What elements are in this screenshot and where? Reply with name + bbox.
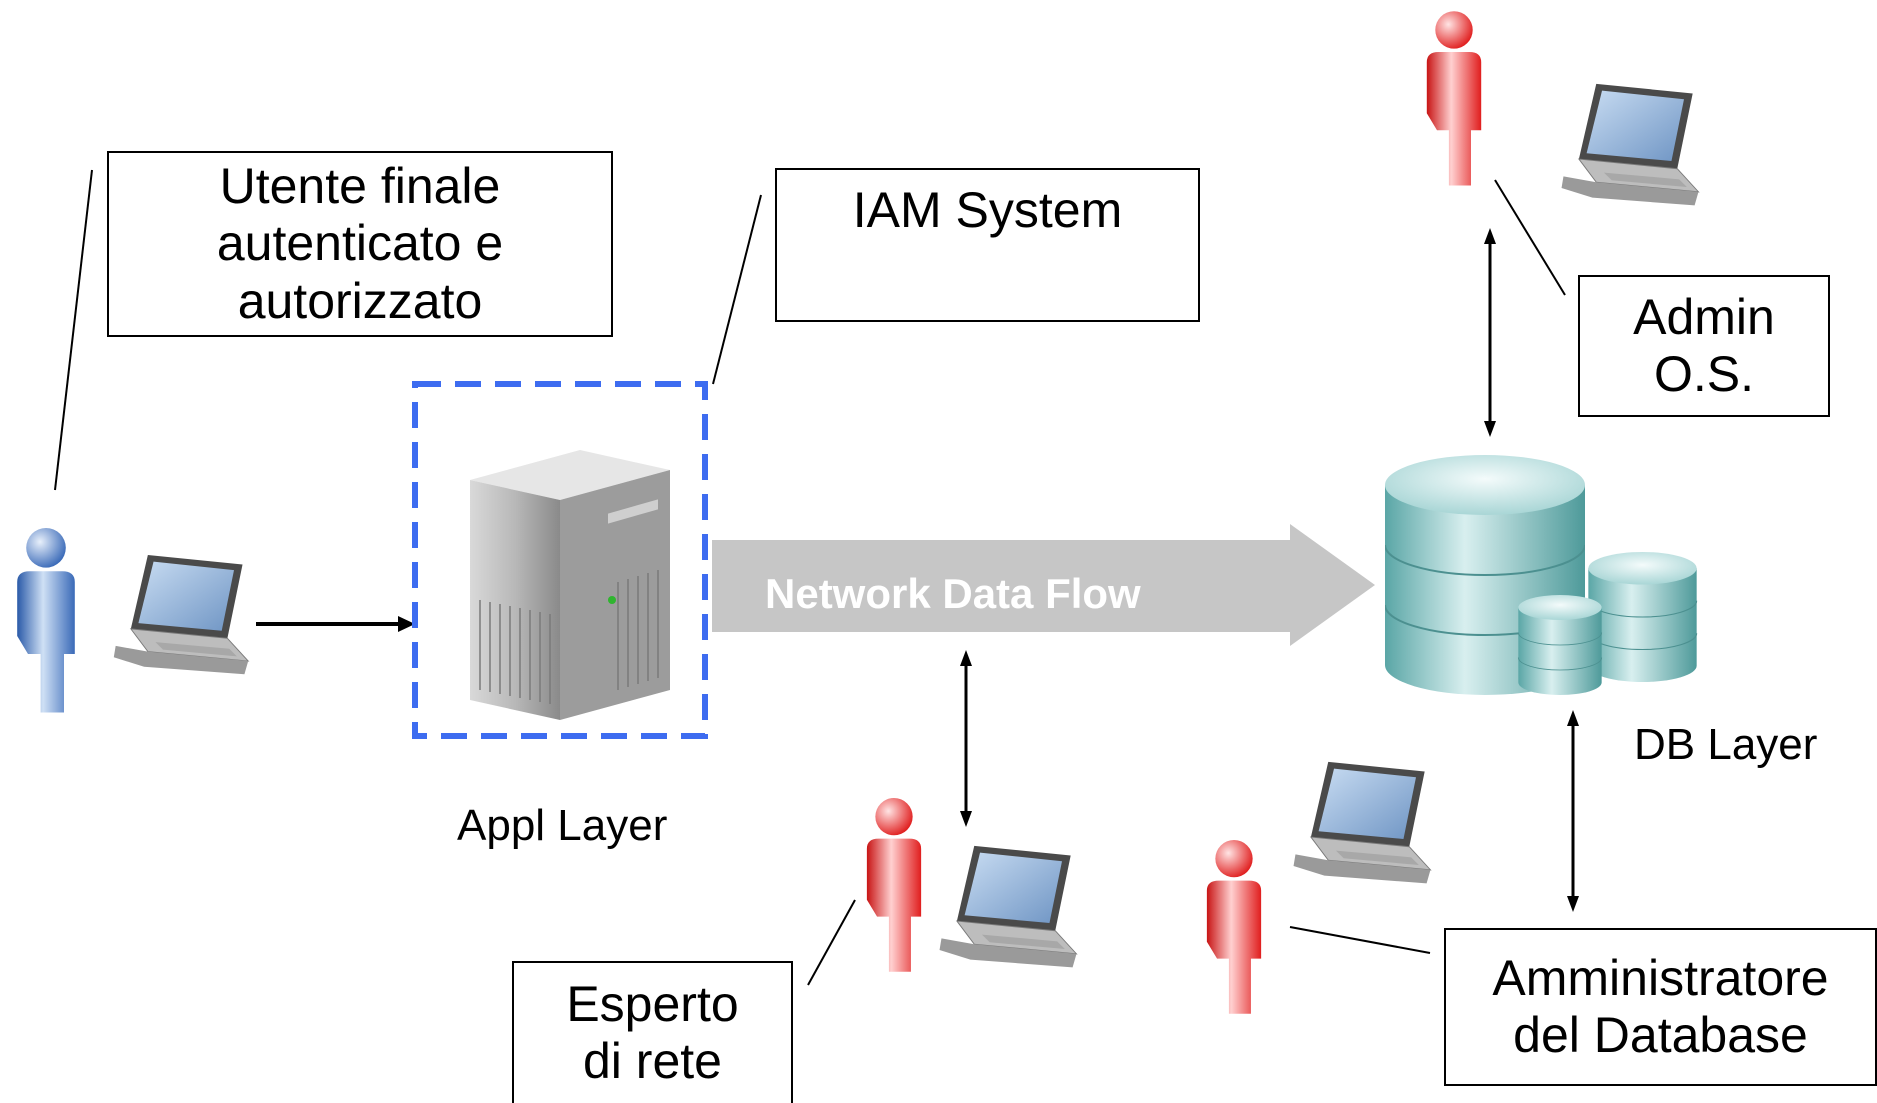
- db-admin-leader-line: [1289, 926, 1431, 954]
- db-admin-callout: Amministratore del Database: [1444, 928, 1877, 1086]
- end-user-callout: Utente finale autenticato e autorizzato: [107, 151, 613, 337]
- network-flow-arrow: [712, 524, 1375, 646]
- db-admin-person-icon: [1206, 840, 1262, 1014]
- iam-boundary: [412, 381, 708, 739]
- network-expert-laptop-icon: [939, 845, 1077, 968]
- arrowhead: [398, 616, 415, 632]
- network-expert-callout: Esperto di rete: [512, 961, 793, 1103]
- network-flow-label: Network Data Flow: [765, 570, 1141, 617]
- iam-leader-line: [712, 194, 762, 385]
- end-user-laptop-icon: [113, 554, 249, 675]
- database-icon-small-front: [1517, 595, 1603, 695]
- admin-os-leader-line: [1494, 179, 1566, 296]
- server-icon: [470, 450, 670, 720]
- db-layer-label: DB Layer: [1634, 720, 1818, 769]
- admin-os-person-icon: [1426, 11, 1482, 186]
- network-expert-leader-line: [807, 899, 856, 986]
- network-expert-person-icon: [866, 798, 922, 972]
- db-admin-double-arrow: [1567, 710, 1579, 912]
- end-user-leader-line: [54, 169, 93, 491]
- network-expert-double-arrow: [960, 650, 972, 827]
- appl-layer-label: Appl Layer: [457, 801, 668, 850]
- admin-os-laptop-icon: [1561, 83, 1699, 206]
- end-user-person-icon: [17, 528, 75, 713]
- admin-os-double-arrow: [1484, 228, 1496, 437]
- iam-system-callout: IAM System: [775, 168, 1200, 322]
- admin-os-callout: Admin O.S.: [1578, 275, 1830, 417]
- database-icon-small-right: [1587, 552, 1698, 682]
- db-admin-laptop-icon: [1293, 761, 1431, 884]
